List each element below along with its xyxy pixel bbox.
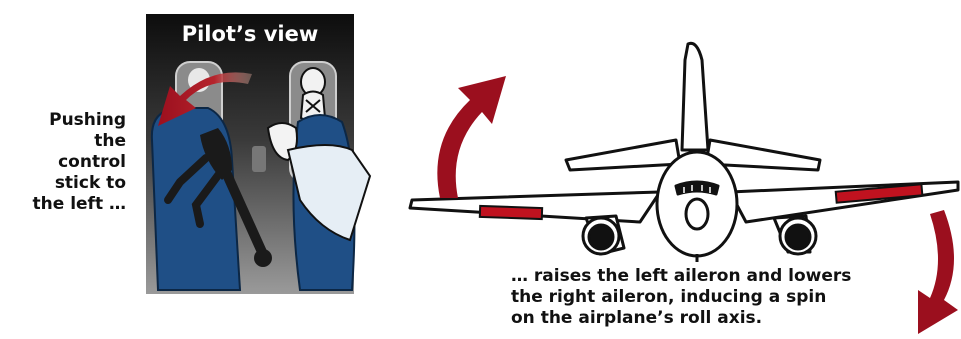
left-stabilizer bbox=[566, 140, 680, 170]
right-engine bbox=[774, 216, 816, 254]
roll-arrow-left-icon bbox=[437, 76, 506, 198]
left-aileron-raised bbox=[480, 206, 542, 219]
bottom-caption: … raises the left aileron and lowers the… bbox=[511, 266, 951, 329]
cockpit-windows bbox=[676, 182, 718, 194]
left-engine bbox=[583, 216, 624, 254]
vertical-tail bbox=[682, 43, 708, 150]
panel-title: Pilot’s view bbox=[146, 22, 354, 46]
pilot-view-panel bbox=[146, 14, 370, 294]
nose-ring bbox=[686, 199, 708, 229]
throttle-lever bbox=[252, 146, 266, 172]
left-caption: Pushing the control stick to the left … bbox=[0, 110, 126, 215]
airplane-icon bbox=[410, 43, 958, 262]
